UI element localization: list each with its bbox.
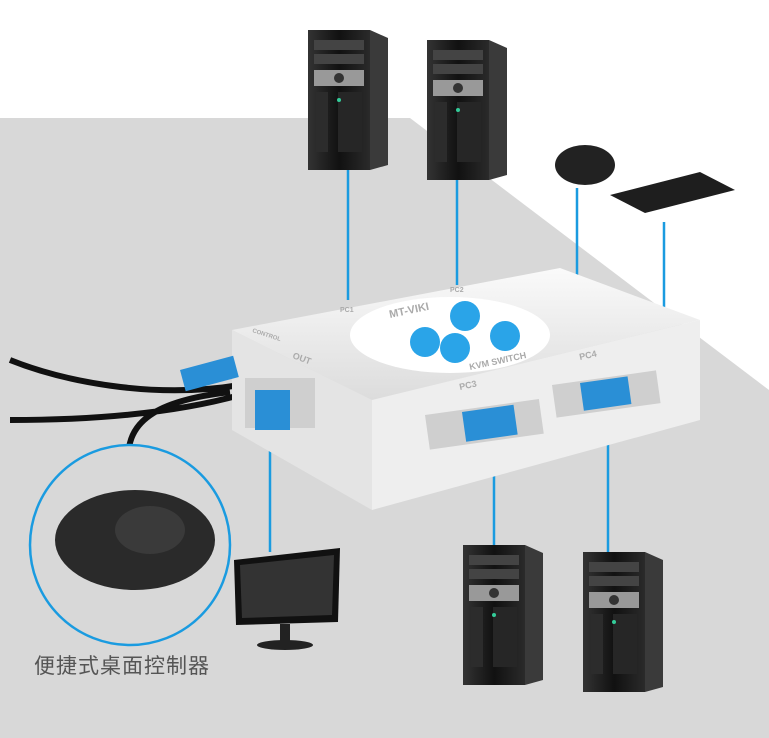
port-label-pc4: PC4: [578, 349, 597, 362]
computer-pc3-icon: [463, 545, 543, 685]
kvm-switch-device: MT-VIKI KVM SWITCH OUT CONTROL PC1 PC2 P…: [180, 268, 700, 510]
mouse-icon: [555, 145, 615, 185]
port-label-pc3: PC3: [458, 379, 477, 392]
port-button-2[interactable]: [450, 301, 480, 331]
computer-pc2-icon: [427, 40, 507, 180]
connection-lines: [268, 170, 666, 552]
port-button-1[interactable]: [410, 327, 440, 357]
monitor-icon: [234, 548, 340, 650]
computer-pc1-icon: [308, 30, 388, 170]
desktop-controller-caption: 便捷式桌面控制器: [34, 654, 210, 678]
port-label-pc2: PC2: [450, 287, 464, 294]
port-button-3[interactable]: [490, 321, 520, 351]
port-button-4[interactable]: [440, 333, 470, 363]
computer-pc4-icon: [583, 552, 663, 692]
keyboard-icon: [610, 172, 735, 213]
usb-plug: [180, 355, 239, 392]
port-label-pc1: PC1: [340, 307, 354, 314]
